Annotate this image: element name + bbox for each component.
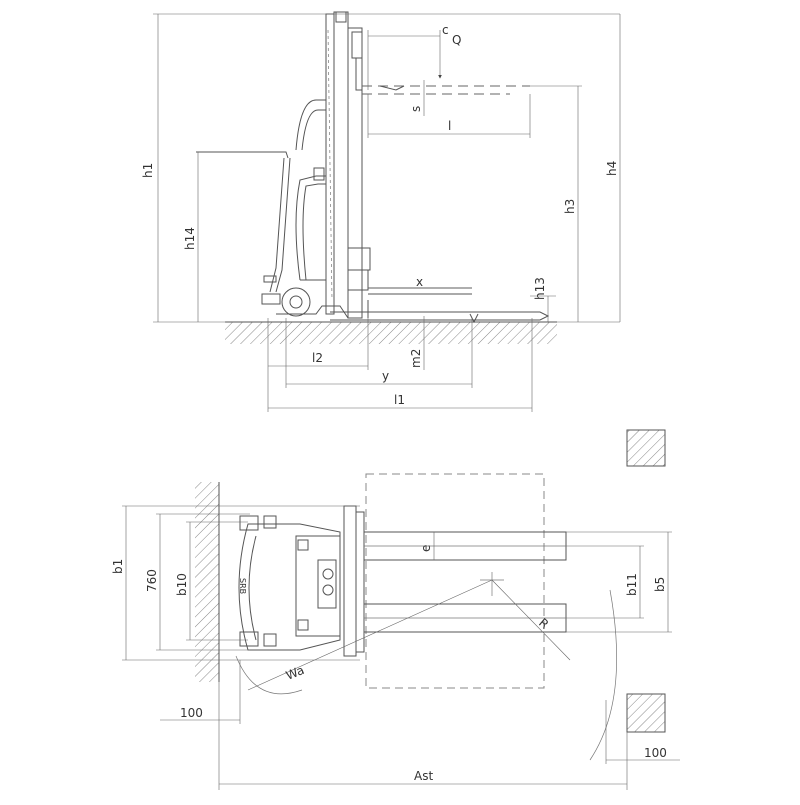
wall-bottom-right — [627, 694, 665, 732]
wa-line — [247, 579, 493, 691]
label-l1: l1 — [394, 393, 405, 407]
label-760: 760 — [145, 569, 159, 592]
label-c: c — [442, 23, 449, 37]
label-Q: Q — [452, 33, 461, 47]
r-line — [491, 579, 571, 661]
forks — [363, 531, 567, 633]
caster-top — [239, 515, 259, 531]
label-h1: h1 — [141, 163, 155, 178]
label-b11: b11 — [625, 573, 639, 596]
label-Wa: Wa — [284, 663, 306, 683]
label-e: e — [419, 545, 433, 552]
top-view: SRB — [111, 429, 680, 790]
wall-left — [195, 482, 219, 682]
label-b1: b1 — [111, 559, 125, 574]
tiller — [196, 151, 291, 293]
chassis: SRB — [238, 515, 341, 651]
caster-bottom — [239, 631, 259, 647]
mast — [325, 11, 363, 319]
label-h3: h3 — [563, 199, 577, 214]
label-Ast: Ast — [414, 769, 433, 783]
label-x: x — [416, 275, 423, 289]
label-brand: SRB — [238, 578, 247, 594]
label-h14: h14 — [183, 227, 197, 250]
label-m2: m2 — [409, 349, 423, 368]
ground-hatch — [225, 322, 557, 344]
label-100-right: 100 — [644, 746, 667, 760]
label-100-left: 100 — [180, 706, 203, 720]
fork-carriage — [343, 505, 357, 657]
turning-geometry — [235, 572, 617, 761]
side-view: c Q s l h1 h4 h3 h14 h13 x l2 m2 y l1 — [141, 11, 621, 412]
label-b10: b10 — [175, 573, 189, 596]
label-y: y — [382, 369, 389, 383]
pallet-outline — [365, 473, 545, 689]
wall-top-right — [627, 430, 665, 466]
label-l: l — [448, 119, 451, 133]
raised-fork — [355, 58, 530, 95]
label-h4: h4 — [605, 161, 619, 176]
label-b5: b5 — [653, 577, 667, 592]
label-s: s — [409, 106, 423, 112]
label-h13: h13 — [533, 277, 547, 300]
carriage-block — [347, 247, 371, 271]
label-l2: l2 — [312, 351, 323, 365]
body — [295, 99, 326, 281]
drive-wheel — [261, 287, 349, 319]
lowered-fork — [330, 287, 550, 324]
